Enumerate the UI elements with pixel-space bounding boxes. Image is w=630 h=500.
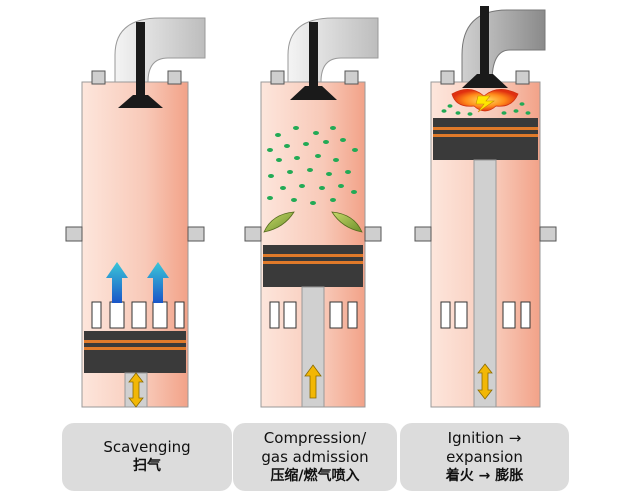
bolt [440,70,455,85]
scavenge-port [520,301,531,329]
bolt [65,226,83,242]
piston-ring [263,254,363,257]
bolt [539,226,557,242]
stage-compression [244,17,382,408]
exhaust-pipe [114,17,206,83]
bolt [244,226,262,242]
bolt [515,70,530,85]
bolt [364,226,382,242]
scavenge-port [502,301,516,329]
scavenge-port [91,301,102,329]
scavenge-port [109,301,125,329]
stage-title-en-line1: Compression/ [263,428,367,447]
bolt [414,226,432,242]
stage-title-zh: 着火 → 膨胀 [445,467,524,484]
stage-ignition [414,6,557,408]
piston [433,118,538,160]
gas-particles [441,102,531,116]
stage-label-scavenging: Scavenging 扫气 [62,423,232,491]
exhaust-valve [118,95,163,108]
piston-rod [473,159,497,408]
exhaust-pipe [461,9,546,83]
bolt [187,226,205,242]
piston-rod [301,286,325,408]
stage-title-en-line2: expansion [446,447,523,466]
stage-title-en-line2: gas admission [261,447,369,466]
bolt [167,70,182,85]
stage-title-en-line1: Ignition → [447,428,522,447]
scavenge-port [440,301,451,329]
scavenge-port [283,301,297,329]
scavenge-port [152,301,168,329]
scavenge-port [329,301,343,329]
air-flow-arrow [106,262,128,303]
bolt [91,70,106,85]
gas-injection-spray [263,211,295,233]
piston-ring [84,340,186,343]
scavenge-port [269,301,280,329]
exhaust-valve [290,86,337,100]
gas-injection-spray [331,211,363,233]
bolt [270,70,285,85]
stage-title-zh: 扫气 [133,458,161,474]
stage-label-compression: Compression/ gas admission 压缩/燃气喷入 [233,423,397,491]
motion-arrow [304,364,322,399]
scavenge-port [174,301,185,329]
exhaust-valve [462,74,508,88]
ignition-spark-icon [475,95,495,113]
motion-arrow [477,363,493,400]
piston-ring [433,127,538,130]
valve-stem [136,22,145,96]
bolt [344,70,359,85]
scavenge-port [347,301,358,329]
piston-ring [84,347,186,350]
motion-arrow [128,372,144,408]
piston-ring [433,134,538,137]
piston [84,331,186,373]
exhaust-pipe [287,17,379,83]
valve-stem [480,6,489,78]
scavenge-port [454,301,468,329]
stage-title-zh: 压缩/燃气喷入 [270,467,360,484]
piston [263,245,363,287]
stage-scavenging [65,17,206,408]
piston-ring [263,261,363,264]
stage-title-en: Scavenging [103,438,191,456]
valve-stem [309,22,318,88]
scavenge-port [131,301,147,329]
gas-particles [267,126,358,205]
air-flow-arrow [147,262,169,303]
stage-label-ignition: Ignition → expansion 着火 → 膨胀 [400,423,569,491]
